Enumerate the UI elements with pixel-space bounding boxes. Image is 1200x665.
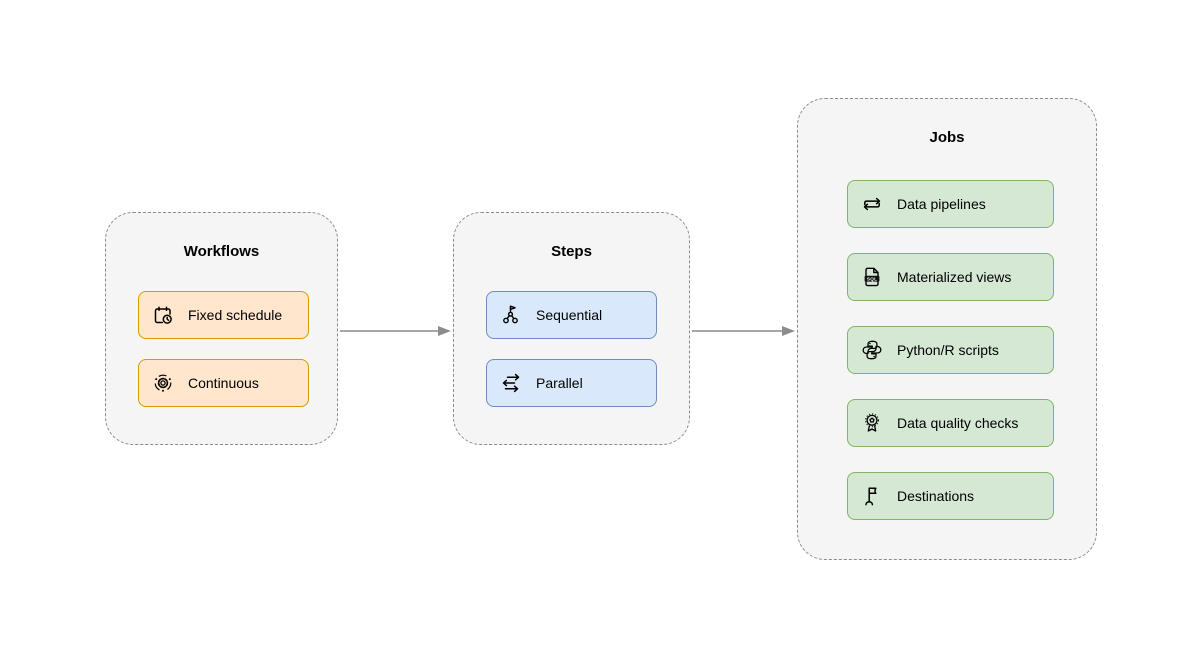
- node-label: Data pipelines: [897, 196, 986, 212]
- svg-text:SQL: SQL: [867, 276, 877, 281]
- group-steps: Steps Sequential Parallel: [453, 212, 690, 445]
- node-label: Continuous: [188, 375, 259, 391]
- sequential-flag-icon: [499, 303, 523, 327]
- calendar-clock-icon: [151, 303, 175, 327]
- group-jobs: Jobs Data pipelines SQL Materialized vie…: [797, 98, 1097, 560]
- python-icon: [860, 338, 884, 362]
- node-label: Parallel: [536, 375, 583, 391]
- node-data-pipelines[interactable]: Data pipelines: [847, 180, 1054, 228]
- group-title-jobs: Jobs: [929, 129, 965, 146]
- arrow-workflows-to-steps: [340, 326, 451, 336]
- node-destinations[interactable]: Destinations: [847, 472, 1054, 520]
- sql-file-icon: SQL: [860, 265, 884, 289]
- node-label: Materialized views: [897, 269, 1012, 285]
- node-continuous[interactable]: Continuous: [138, 359, 309, 407]
- parallel-arrows-icon: [499, 371, 523, 395]
- node-label: Destinations: [897, 488, 975, 504]
- gear-cycle-icon: [151, 371, 175, 395]
- node-label: Python/R scripts: [897, 342, 999, 358]
- node-data-quality-checks[interactable]: Data quality checks: [847, 399, 1054, 447]
- jobs-rows: Data pipelines SQL Materialized views Py…: [847, 180, 1054, 545]
- group-workflows: Workflows Fixed schedule Continuous: [105, 212, 338, 445]
- node-materialized-views[interactable]: SQL Materialized views: [847, 253, 1054, 301]
- node-python-r-scripts[interactable]: Python/R scripts: [847, 326, 1054, 374]
- node-sequential[interactable]: Sequential: [486, 291, 657, 339]
- arrow-steps-to-jobs: [692, 326, 795, 336]
- award-icon: [860, 411, 884, 435]
- transfer-arrows-icon: [860, 192, 884, 216]
- node-label: Data quality checks: [897, 415, 1019, 431]
- node-fixed-schedule[interactable]: Fixed schedule: [138, 291, 309, 339]
- group-title-workflows: Workflows: [183, 243, 260, 260]
- workflows-rows: Fixed schedule Continuous: [138, 291, 309, 427]
- node-label: Sequential: [536, 307, 603, 323]
- node-label: Fixed schedule: [188, 307, 283, 323]
- flag-icon: [860, 484, 884, 508]
- steps-rows: Sequential Parallel: [486, 291, 657, 427]
- group-title-steps: Steps: [551, 243, 592, 260]
- node-parallel[interactable]: Parallel: [486, 359, 657, 407]
